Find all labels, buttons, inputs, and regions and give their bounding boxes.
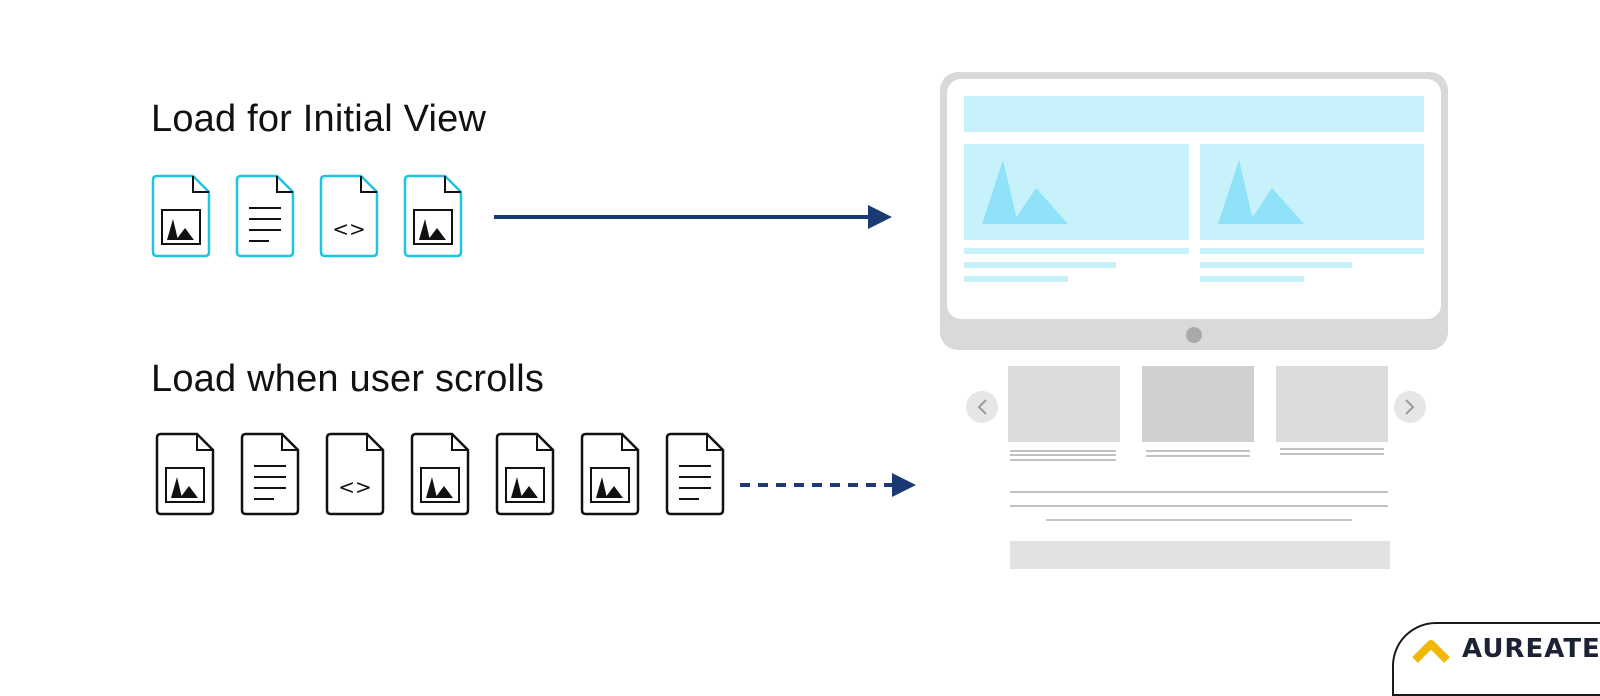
monitor-illustration	[940, 72, 1448, 350]
below-fold-content	[966, 366, 1426, 569]
image-file-icon	[151, 174, 211, 258]
footer-placeholder-bar	[1010, 541, 1390, 569]
heading-scroll-load: Load when user scrolls	[151, 358, 545, 400]
dashed-arrow-icon	[740, 473, 916, 497]
svg-text:<>: <>	[338, 475, 372, 499]
image-file-icon	[580, 432, 640, 516]
code-file-icon: <>	[325, 432, 385, 516]
svg-text:<>: <>	[332, 217, 366, 241]
text-file-icon	[240, 432, 300, 516]
text-file-icon	[235, 174, 295, 258]
logo-text: AUREATE	[1462, 634, 1600, 664]
image-file-icon	[403, 174, 463, 258]
solid-arrow-icon	[494, 205, 892, 229]
carousel-card-2	[1142, 366, 1254, 442]
code-file-icon: <>	[319, 174, 379, 258]
carousel-card-3	[1276, 366, 1388, 442]
screen-header-block	[964, 96, 1424, 132]
chevron-logo-icon	[1412, 640, 1450, 663]
image-file-icon	[410, 432, 470, 516]
carousel-next-icon	[1394, 391, 1426, 423]
aureate-logo: AUREATE	[1392, 622, 1600, 696]
heading-initial-view: Load for Initial View	[151, 98, 487, 140]
image-file-icon	[155, 432, 215, 516]
carousel-card-1	[1008, 366, 1120, 442]
text-file-icon	[665, 432, 725, 516]
image-file-icon	[495, 432, 555, 516]
carousel-prev-icon	[966, 391, 998, 423]
